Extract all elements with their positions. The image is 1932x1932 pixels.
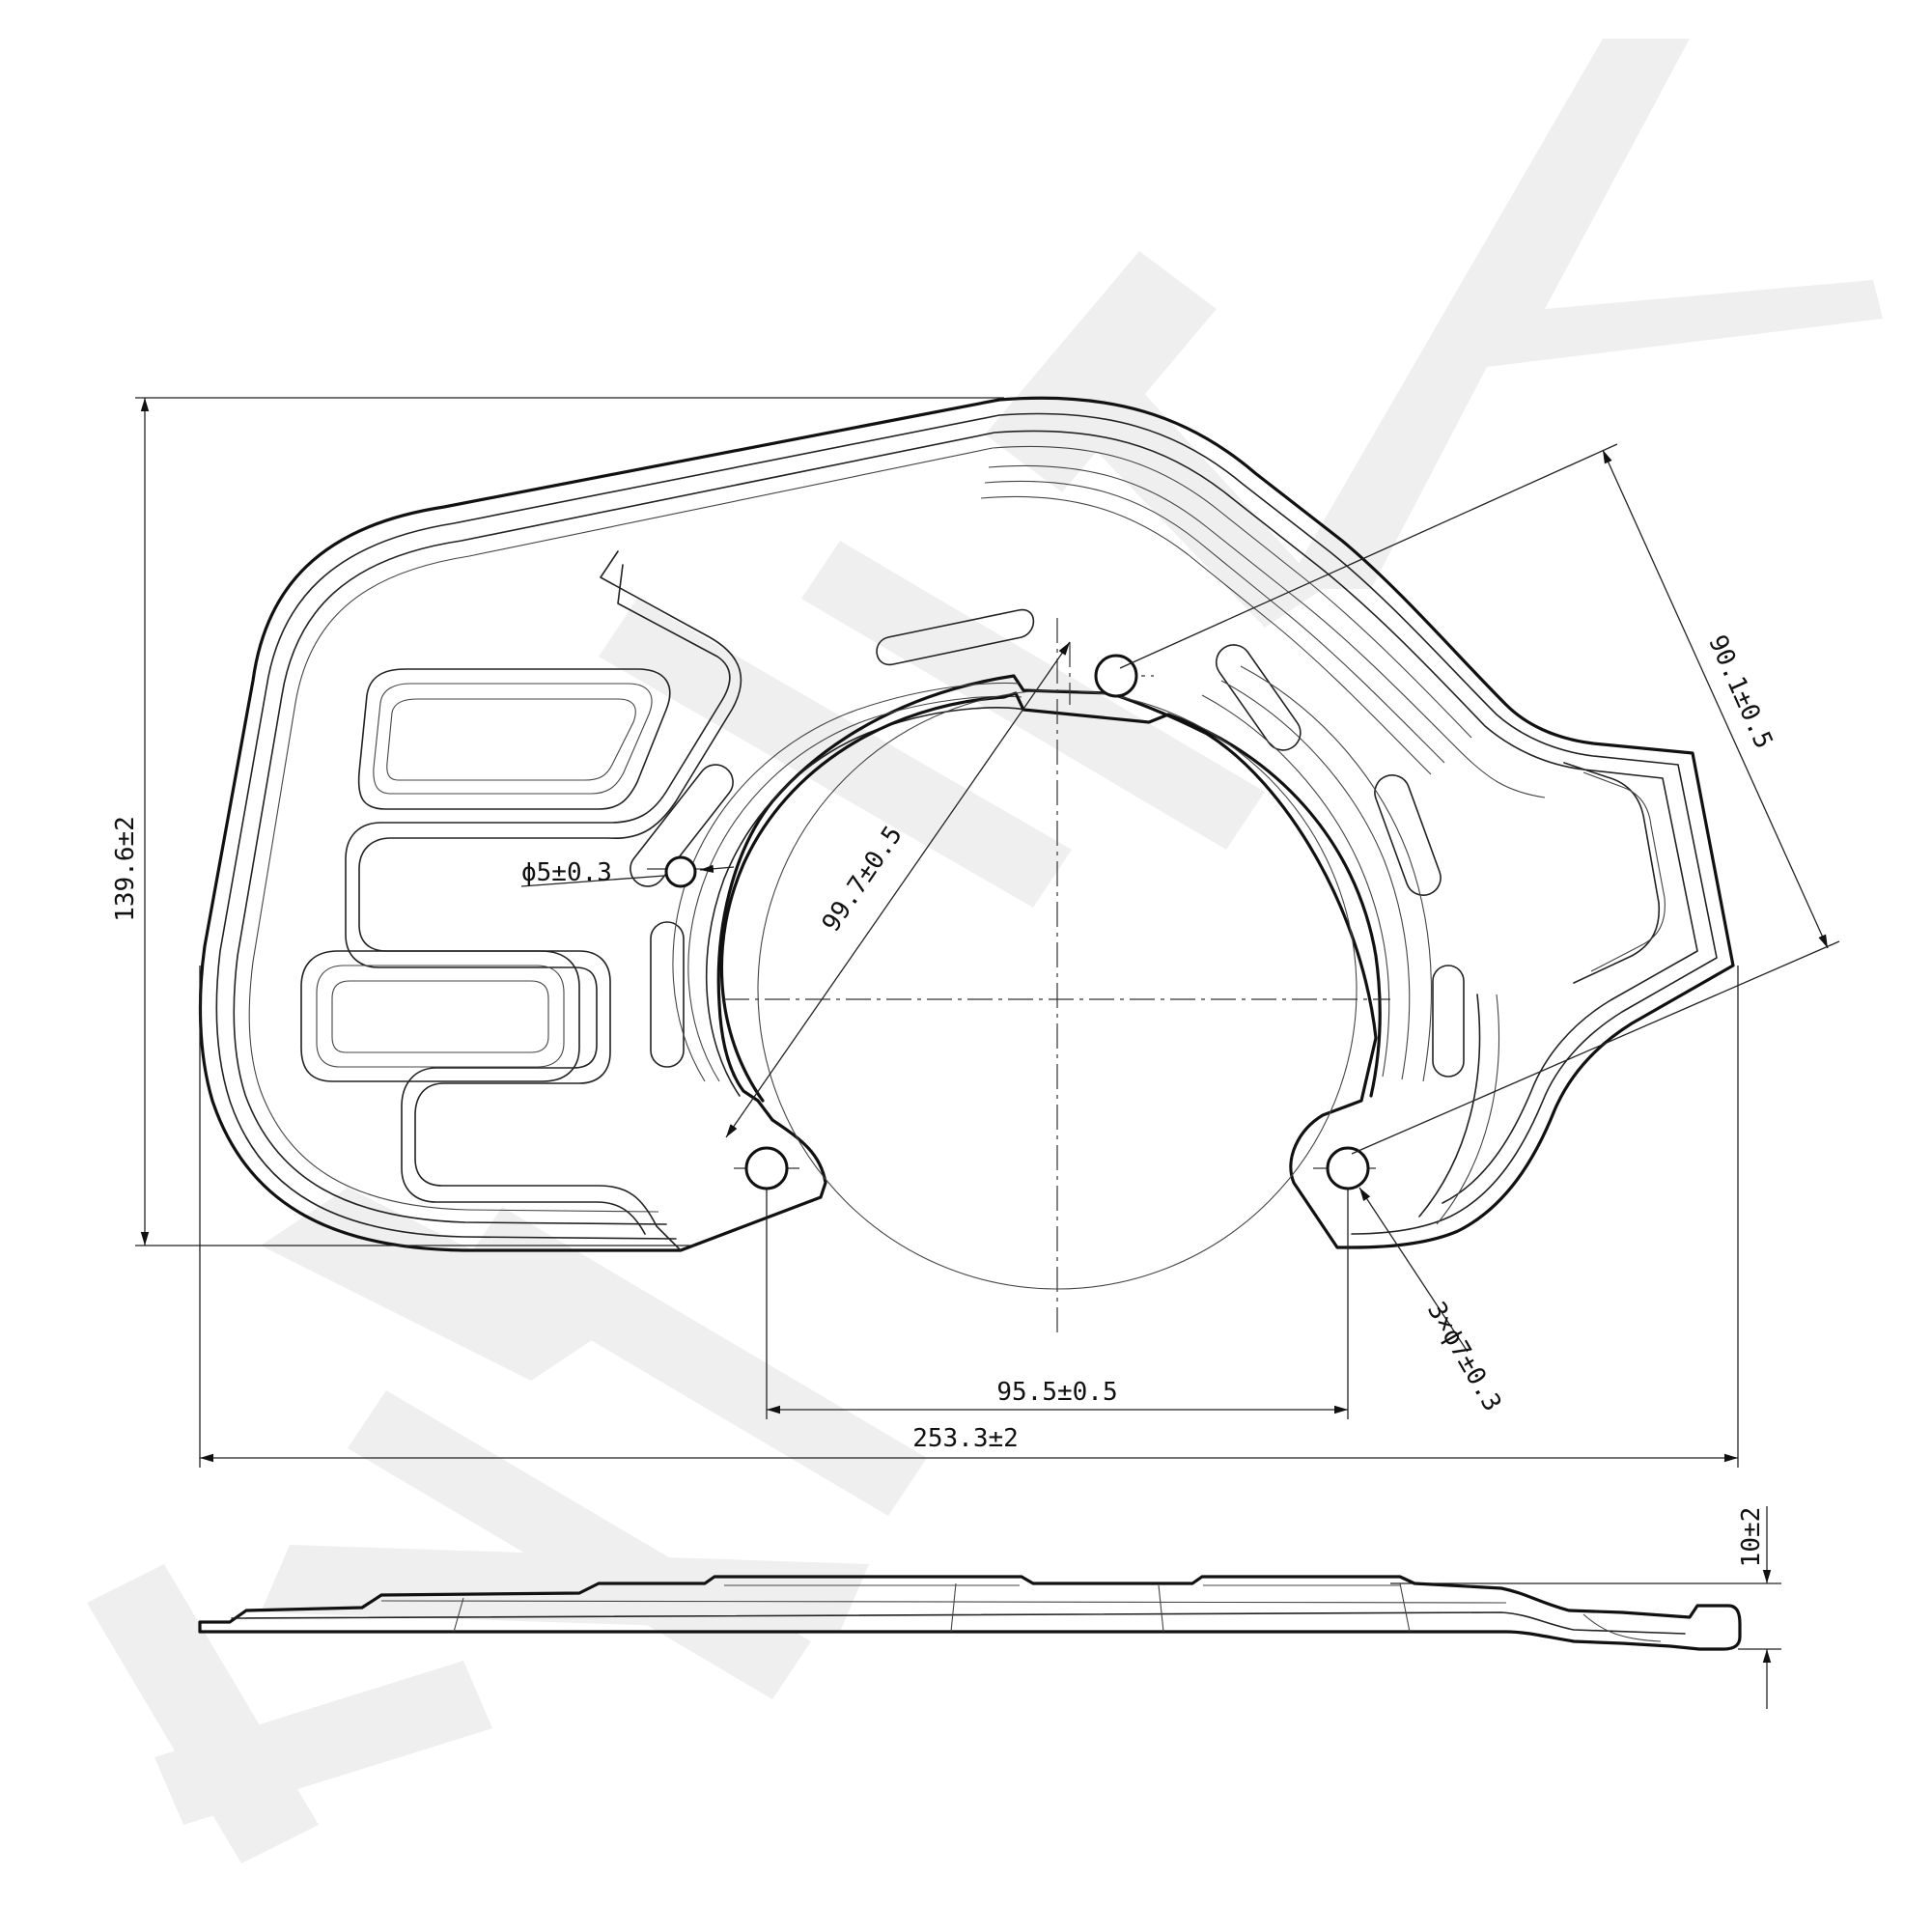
diagonal-label: 99.7±0.5 xyxy=(817,821,909,938)
tab-reach-label: 90.1±0.5 xyxy=(1702,630,1778,753)
width-label: 253.3±2 xyxy=(912,1424,1019,1453)
watermark xyxy=(87,39,1883,1863)
bolt-hole-top xyxy=(1094,654,1138,698)
shield-plan-view xyxy=(198,396,1735,1290)
pilot-hole-label: ϕ5±0.3 xyxy=(521,858,612,887)
pocket-upper xyxy=(357,668,671,810)
bolt-hole-right xyxy=(1326,1146,1370,1190)
bolt-hole-left xyxy=(744,1146,789,1190)
hole-spacing-label: 95.5±0.5 xyxy=(996,1378,1117,1407)
side-profile-view xyxy=(198,1575,1742,1651)
holes xyxy=(664,654,1370,1190)
bolt-holes-label: 3×ϕ7±0.3 xyxy=(1421,1298,1507,1416)
height-label: 139.6±2 xyxy=(111,816,140,922)
thickness-label: 10±2 xyxy=(1737,1507,1766,1568)
dimension-lines xyxy=(135,397,1840,1709)
pilot-hole xyxy=(664,855,697,888)
pocket-lower xyxy=(300,950,580,1082)
